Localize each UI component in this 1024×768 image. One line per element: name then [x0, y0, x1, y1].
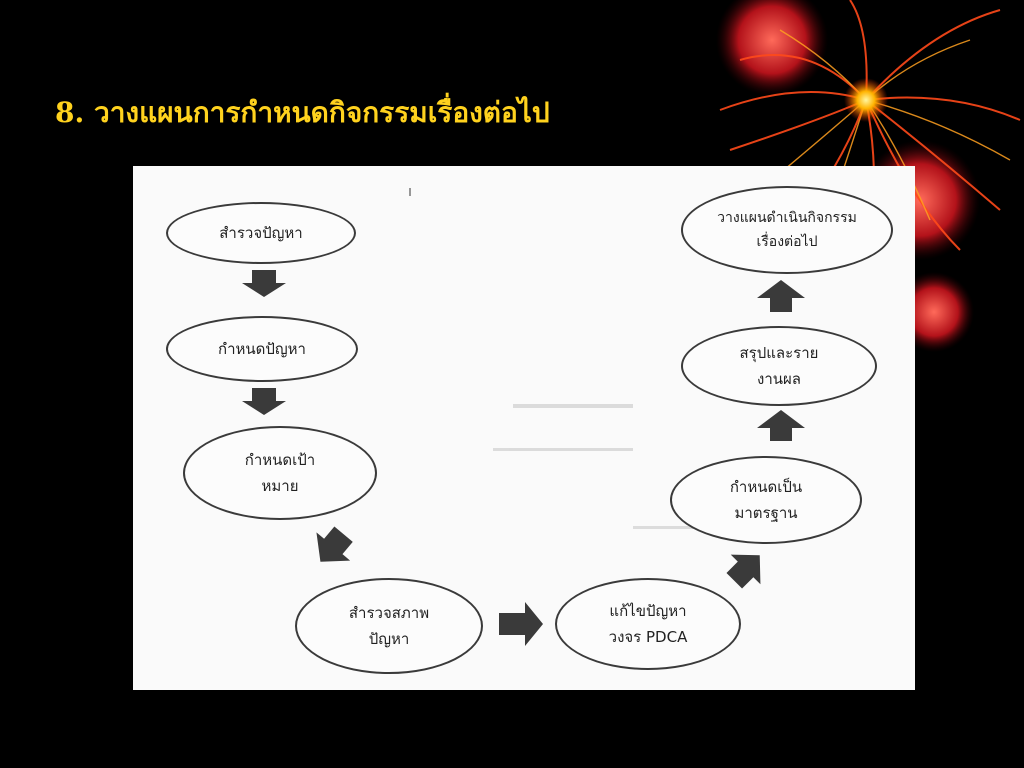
flow-step-solve-problem-pdca: แก้ไขปัญหา วงจร PDCA [555, 578, 741, 670]
right-arrow [499, 602, 543, 646]
diagonal-down-arrow [316, 526, 353, 562]
flow-step-define-problem: กำหนดปัญหา [166, 316, 358, 382]
up-arrow-2 [757, 280, 805, 312]
flow-diagram: สำรวจปัญหา กำหนดปัญหา กำหนดเป้า หมาย สำร… [133, 166, 915, 690]
red-orb-decoration [716, 0, 828, 96]
flow-step-plan-next-activity: วางแผนดำเนินกิจกรรม เรื่องต่อไป [681, 186, 893, 274]
down-arrow-1 [242, 270, 286, 297]
flow-step-survey-condition: สำรวจสภาพ ปัญหา [295, 578, 483, 674]
up-arrow-1 [757, 410, 805, 441]
down-arrow-2 [242, 388, 286, 415]
flow-step-set-goal: กำหนดเป้า หมาย [183, 426, 377, 520]
flow-step-survey-problem: สำรวจปัญหา [166, 202, 356, 264]
firework-center [844, 78, 888, 122]
flow-step-summarize-report: สรุปและราย งานผล [681, 326, 877, 406]
flow-step-standardize: กำหนดเป็น มาตรฐาน [670, 456, 862, 544]
flow-arrows [242, 188, 805, 646]
slide-title: 8. วางแผนการกำหนดกิจกรรมเรื่องต่อไป [55, 96, 550, 129]
diagonal-up-arrow [726, 554, 761, 589]
